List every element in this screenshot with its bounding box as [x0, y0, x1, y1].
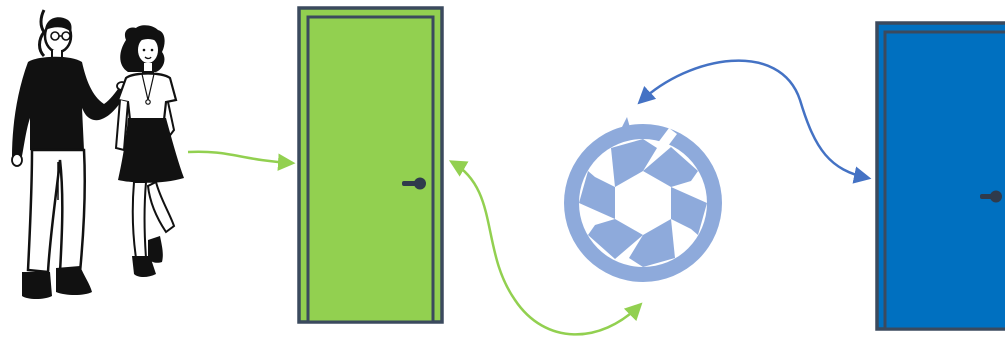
green-arrow-door-aperture	[448, 160, 643, 336]
blue-door-knob	[980, 190, 1002, 203]
green-door-knob	[402, 177, 426, 190]
person-right	[114, 25, 184, 277]
blue-door-icon	[875, 21, 1005, 331]
camera-aperture-icon	[564, 117, 722, 282]
green-arrow-people-to-door	[187, 150, 296, 171]
green-door-icon	[297, 6, 444, 324]
blue-arrow-aperture-door	[637, 59, 872, 184]
person-left	[11, 9, 128, 299]
people-illustration	[11, 9, 184, 299]
